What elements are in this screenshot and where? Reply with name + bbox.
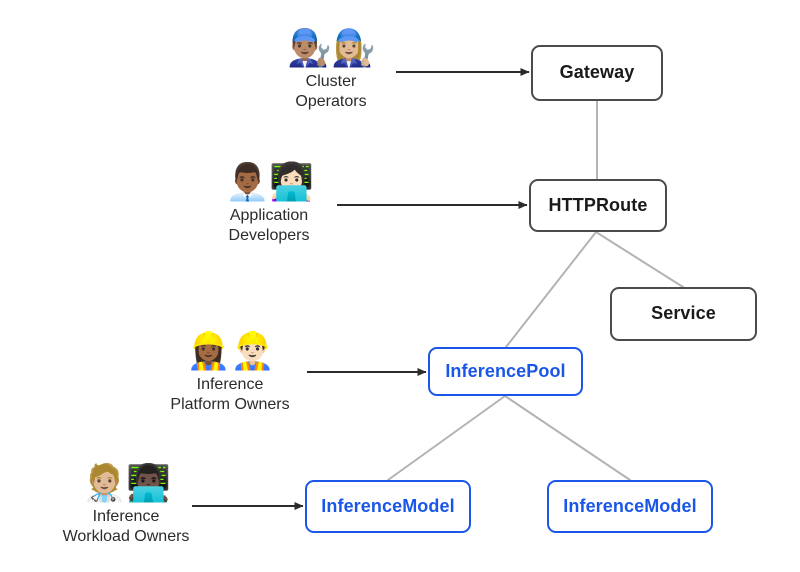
persona-label-cluster-operators: Cluster Operators	[295, 73, 367, 110]
persona-icons-cluster-operators: 👨🏽‍🔧👩🏼‍🔧	[287, 28, 376, 69]
persona-icons-inference-workload-owners: 🧑🏼‍⚕️👨🏿‍💻	[82, 463, 171, 504]
persona-application-developers: 👨🏾‍💼👩🏻‍💻 Application Developers	[169, 165, 369, 245]
node-gateway[interactable]: Gateway	[531, 45, 663, 101]
node-model-right[interactable]: InferenceModel	[547, 480, 713, 533]
persona-arrows	[192, 68, 530, 510]
node-label: InferencePool	[445, 360, 566, 381]
node-service[interactable]: Service	[610, 287, 757, 341]
node-label: Service	[651, 303, 716, 324]
persona-inference-workload-owners: 🧑🏼‍⚕️👨🏿‍💻 Inference Workload Owners	[26, 466, 226, 546]
persona-label-inference-platform-owners: Inference Platform Owners	[170, 376, 290, 413]
node-label: HTTPRoute	[548, 194, 648, 215]
node-model-left[interactable]: InferenceModel	[305, 480, 471, 533]
node-inferencepool[interactable]: InferencePool	[428, 347, 583, 396]
persona-label-application-developers: Application Developers	[228, 207, 310, 244]
edge-httproute-to-inferencepool	[505, 231, 597, 348]
node-label: InferenceModel	[563, 495, 697, 516]
persona-inference-platform-owners: 👷🏾‍♀️👷🏻‍♂️ Inference Platform Owners	[130, 334, 330, 414]
persona-cluster-operators: 👨🏽‍🔧👩🏼‍🔧 Cluster Operators	[231, 31, 431, 111]
persona-label-inference-workload-owners: Inference Workload Owners	[62, 508, 190, 545]
node-label: Gateway	[559, 62, 635, 83]
edge-inferencepool-to-model-left	[387, 395, 506, 481]
node-httproute[interactable]: HTTPRoute	[529, 179, 667, 232]
persona-icons-application-developers: 👨🏾‍💼👩🏻‍💻	[225, 162, 314, 203]
persona-icons-inference-platform-owners: 👷🏾‍♀️👷🏻‍♂️	[186, 331, 275, 372]
edge-inferencepool-to-model-right	[504, 395, 631, 481]
edge-httproute-to-service	[595, 231, 684, 288]
node-label: InferenceModel	[321, 495, 455, 516]
